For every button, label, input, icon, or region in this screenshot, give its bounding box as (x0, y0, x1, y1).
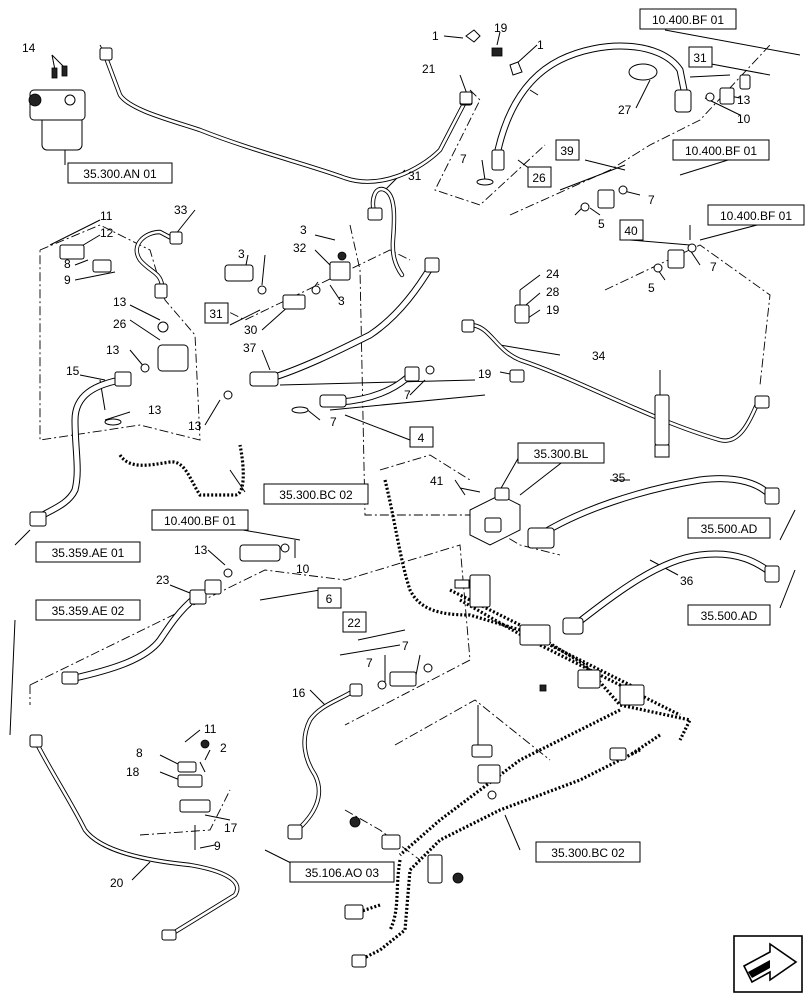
control-valve (459, 487, 521, 546)
callout-3: 3 (338, 294, 345, 308)
boxed-callouts: 31 39 26 40 31 4 6 22 (204, 46, 713, 633)
callout-30: 30 (244, 323, 258, 337)
distribution-block (454, 574, 645, 706)
fittings-and-components (28, 29, 780, 968)
callout-boxed-22: 22 (347, 616, 361, 630)
callout-7: 7 (460, 152, 467, 166)
callout-8: 8 (64, 257, 71, 271)
leader-lines (9, 29, 801, 881)
ref-35-300-bc-02-a: 35.300.BC 02 (279, 488, 353, 502)
callout-25: 24 (546, 267, 560, 281)
callout-3: 3 (238, 247, 245, 261)
callout-13: 13 (737, 93, 751, 107)
callout-20: 20 (110, 876, 124, 890)
ref-35-300-bc-02-b: 35.300.BC 02 (551, 846, 625, 860)
ref-35-500-ad-b: 35.500.AD (701, 609, 758, 623)
oil-filter (28, 65, 86, 151)
ref-35-106-ao-03: 35.106.AO 03 (305, 866, 379, 880)
ref-35-300-bl: 35.300.BL (534, 447, 589, 461)
callout-9: 9 (214, 839, 221, 853)
hose-26 (494, 42, 689, 154)
callout-13: 13 (106, 343, 120, 357)
callout-3: 3 (300, 223, 307, 237)
callout-29: 28 (546, 285, 560, 299)
callout-23: 23 (156, 573, 170, 587)
callout-boxed-26: 26 (532, 171, 546, 185)
callout-11: 11 (204, 722, 217, 736)
callout-14: 14 (22, 41, 36, 55)
callout-boxed-40b: 40 (624, 224, 638, 238)
callout-1: 1 (432, 29, 439, 43)
callout-7: 7 (404, 388, 411, 402)
ref-10-400-bf-01-d: 10.400.BF 01 (164, 514, 236, 528)
ref-35-359-ae-02: 35.359.AE 02 (52, 604, 125, 618)
callout-33: 32 (293, 241, 307, 255)
callout-19: 19 (546, 303, 560, 317)
callout-boxed-6: 6 (326, 592, 333, 606)
callout-11: 11 (100, 209, 113, 223)
callout-5: 5 (598, 217, 605, 231)
callout-15: 15 (66, 364, 80, 378)
forward-arrow-icon[interactable] (733, 935, 803, 993)
callout-7: 7 (648, 193, 655, 207)
callout-5: 5 (648, 281, 655, 295)
callout-boxed-40a: 39 (560, 144, 574, 158)
ref-35-300-an-01: 35.300.AN 01 (83, 167, 157, 181)
callout-18: 18 (126, 765, 140, 779)
callout-9: 9 (64, 273, 71, 287)
callout-21: 21 (422, 62, 436, 76)
callout-16: 16 (292, 686, 306, 700)
callout-41: 41 (430, 474, 444, 488)
tube-35 (467, 322, 761, 443)
callout-8: 8 (136, 746, 143, 760)
callout-13: 13 (113, 295, 127, 309)
callout-7: 7 (366, 656, 373, 670)
callout-boxed-39: 31 (693, 51, 707, 65)
ref-35-500-ad-a: 35.500.AD (701, 522, 758, 536)
callout-35: 34 (592, 349, 606, 363)
callout-38: 37 (243, 341, 257, 355)
callout-10: 10 (737, 112, 751, 126)
callout-28: 26 (113, 317, 127, 331)
callout-19: 19 (478, 367, 492, 381)
callout-34: 33 (174, 203, 188, 217)
callout-1: 1 (537, 38, 544, 52)
callout-7: 7 (402, 639, 409, 653)
callout-36: 35 (612, 471, 626, 485)
assembly-outlines (29, 44, 771, 861)
callout-13: 13 (194, 543, 208, 557)
ref-10-400-bf-01-b: 10.400.BF 01 (685, 144, 757, 158)
hose-38 (261, 261, 436, 384)
callout-2: 2 (220, 741, 227, 755)
ref-10-400-bf-01-a: 10.400.BF 01 (652, 13, 724, 27)
hidden-tubes (118, 444, 693, 962)
callout-37: 36 (680, 574, 694, 588)
callout-10: 10 (296, 562, 310, 576)
callout-boxed-4: 4 (418, 431, 425, 445)
hoses-and-pipes (32, 42, 774, 938)
clamp-assembly (177, 739, 211, 850)
callout-13: 13 (148, 403, 162, 417)
callout-32: 31 (408, 169, 422, 183)
callout-boxed-31: 31 (209, 307, 223, 321)
callout-7: 7 (330, 415, 337, 429)
ref-35-359-ae-01: 35.359.AE 01 (52, 546, 125, 560)
callout-13: 13 (188, 419, 202, 433)
callout-numbers: 1 1 19 21 14 27 13 10 7 31 7 5 7 5 11 12… (22, 21, 751, 890)
callout-17: 17 (224, 821, 238, 835)
tube-32 (370, 186, 405, 278)
ref-10-400-bf-01-c: 10.400.BF 01 (720, 209, 792, 223)
callout-12: 12 (100, 226, 114, 240)
reference-boxes: 10.400.BF 01 10.400.BF 01 10.400.BF 01 1… (35, 8, 805, 883)
callout-27: 27 (618, 103, 632, 117)
callout-24: 19 (494, 21, 508, 35)
callout-7: 7 (710, 260, 717, 274)
